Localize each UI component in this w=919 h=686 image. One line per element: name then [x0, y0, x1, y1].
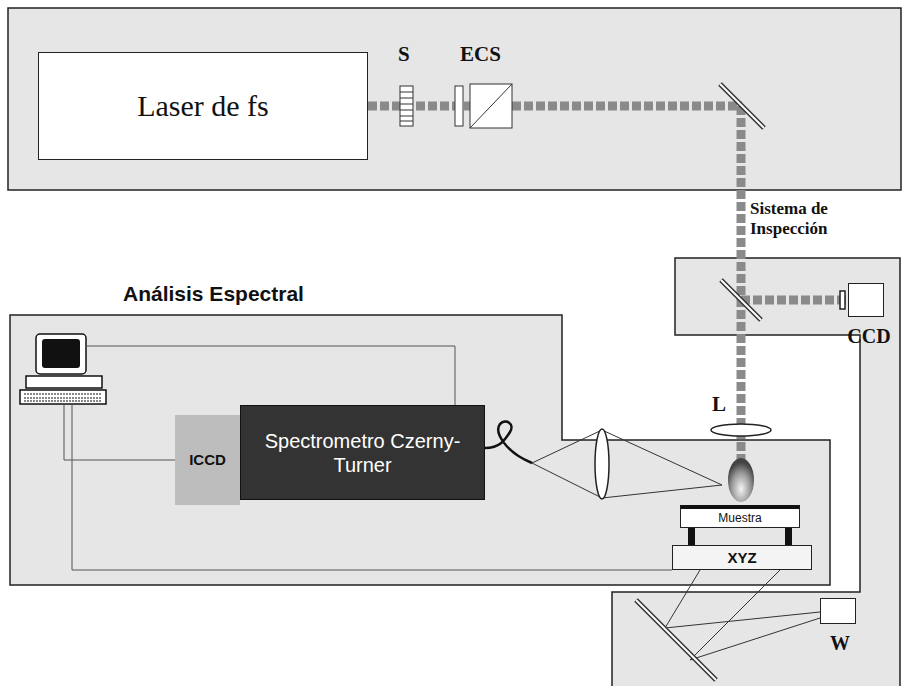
component-label: S — [398, 42, 410, 67]
panel-heading: Sistema de Inspección — [750, 199, 900, 238]
box-text: ICCD — [189, 451, 226, 469]
sample-plate: Muestra — [680, 505, 800, 528]
mirror — [720, 84, 764, 128]
device-body — [820, 598, 856, 624]
ccd-camera: CCD — [838, 283, 900, 361]
iccd-box: ICCD — [175, 415, 240, 505]
panel-heading: Análisis Espectral — [123, 282, 383, 306]
device-label: W — [812, 632, 868, 655]
box-text: Muestra — [718, 511, 761, 525]
shutter-grating — [400, 86, 413, 126]
white-light-source: W — [812, 598, 868, 678]
component-label: ECS — [460, 42, 501, 67]
box-text: Laser de fs — [137, 88, 269, 124]
spectral-panel: Análisis EspectralSpectrometro Czerny-Tu… — [8, 280, 833, 590]
mirror — [720, 84, 764, 128]
laser-box: Laser de fs — [38, 52, 368, 160]
spectrometer-box: Spectrometro Czerny-Turner — [240, 405, 485, 500]
device-label: CCD — [838, 325, 900, 348]
focusing-lens — [711, 424, 771, 436]
laser-panel — [8, 8, 901, 190]
device-body — [848, 283, 884, 317]
component-label: L — [712, 392, 726, 417]
energy-control-system — [455, 84, 512, 128]
laser-beam — [368, 102, 742, 111]
box-text: Spectrometro Czerny-Turner — [247, 429, 478, 477]
xyz-stage: XYZ — [672, 545, 812, 570]
box-text: XYZ — [727, 549, 756, 567]
